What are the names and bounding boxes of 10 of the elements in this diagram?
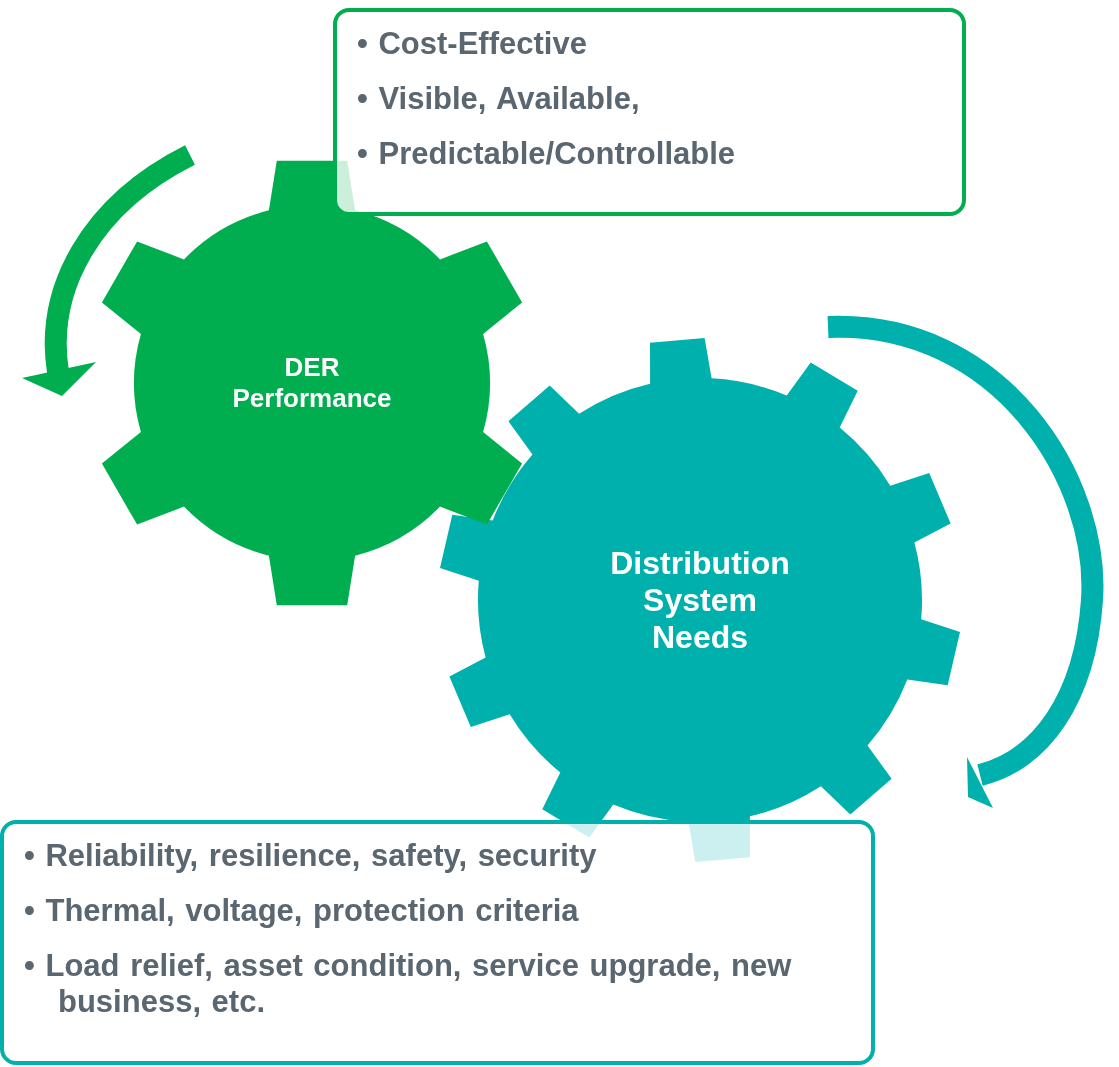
gear-label: Distribution System Needs	[609, 544, 791, 656]
text-box	[0, 820, 875, 1065]
bullet-item: • Visible, Available,	[357, 81, 641, 117]
bullet-item: • Predictable/Controllable	[357, 136, 737, 172]
bullet-item: • Reliability, resilience, safety, security	[24, 838, 598, 874]
bullet-item: • Thermal, voltage, protection criteria	[24, 893, 580, 929]
gear-label: DER Performance	[231, 352, 393, 414]
text-box	[333, 8, 966, 216]
bullet-item: • Cost-Effective	[357, 26, 588, 62]
bullet-item: • Load relief, asset condition, service upgrade, new business, etc.	[24, 948, 793, 1020]
